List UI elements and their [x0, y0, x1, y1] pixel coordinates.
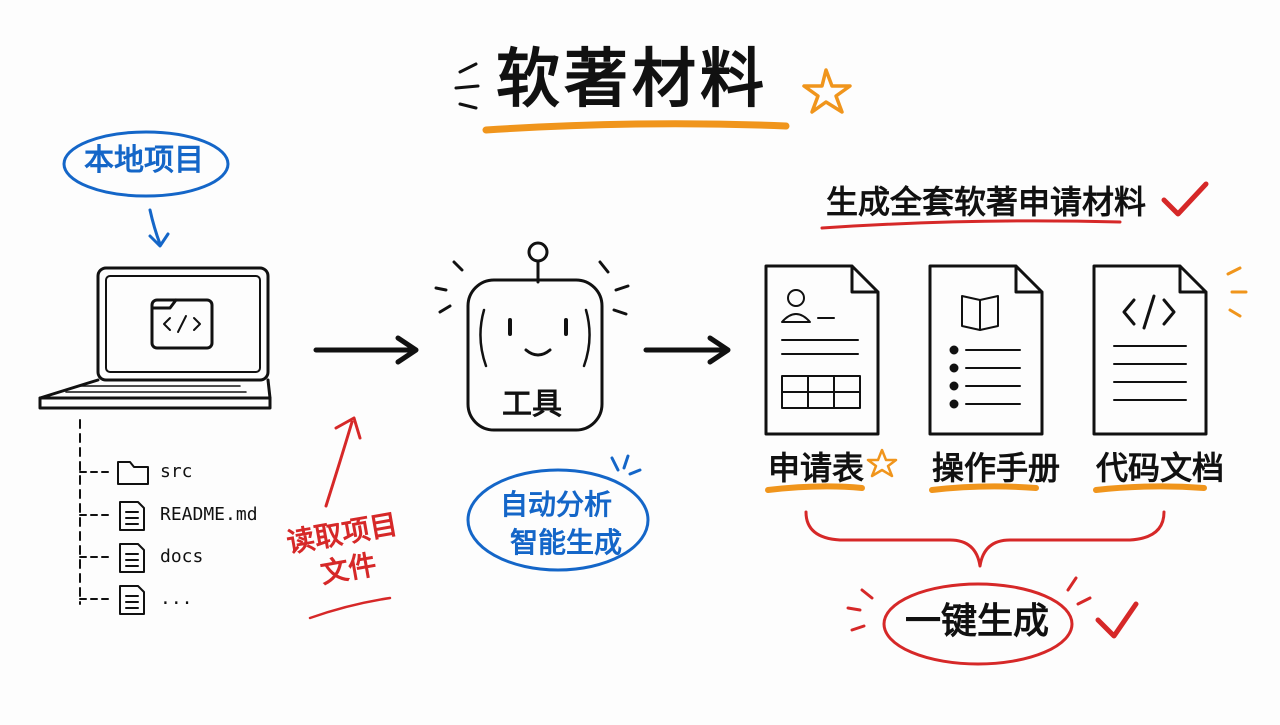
onekey-oval: [882, 582, 1074, 666]
file-icon: [119, 543, 145, 573]
onekey-label: 一键生成: [905, 601, 1050, 642]
small-star-icon: [866, 448, 898, 478]
check-icon: [1095, 601, 1139, 639]
analysis-line2: 智能生成: [510, 525, 623, 559]
manual-doc: [928, 264, 1044, 436]
title-burst-icon: [454, 62, 480, 110]
doc1-underline: [765, 483, 865, 493]
laptop-icon: [38, 266, 272, 410]
tree-item-readme: README.md: [160, 504, 258, 525]
title-underline: [482, 120, 790, 134]
generate-underline: [820, 219, 1122, 230]
local-project-bubble: [62, 130, 230, 198]
robot-tool-icon: [434, 241, 630, 432]
doc-label-manual: 操作手册: [932, 449, 1061, 487]
local-project-label: 本地项目: [84, 143, 204, 178]
merge-brace: [804, 510, 1166, 568]
sparkle-icon: [610, 454, 642, 476]
doc3-underline: [1093, 483, 1207, 493]
analysis-label: 自动分析 智能生成: [490, 486, 622, 562]
analysis-line1: 自动分析: [500, 488, 613, 521]
tree-item-more: ...: [160, 588, 193, 609]
title-star-icon: [802, 68, 852, 114]
file-tree: [79, 419, 149, 615]
arrow-to-tool: [313, 335, 419, 365]
application-form-doc: [764, 264, 880, 436]
red-up-arrow-icon: [324, 416, 362, 508]
file-icon: [119, 585, 145, 615]
doc-label-application: 申请表: [768, 449, 865, 487]
folder-icon: [117, 461, 149, 485]
down-arrow-icon: [148, 208, 170, 248]
page-title: 软著材料: [496, 43, 768, 117]
book-icon: [961, 295, 999, 331]
file-icon: [119, 501, 145, 531]
read-label-underline: [308, 596, 392, 620]
code-icon: [1122, 294, 1176, 330]
doc-label-code: 代码文档: [1096, 449, 1225, 487]
arrow-to-docs: [643, 335, 731, 365]
analysis-bubble: [466, 468, 650, 572]
sparkle-icon: [1226, 266, 1248, 318]
tree-item-src: src: [160, 461, 193, 482]
tree-item-docs: docs: [160, 546, 204, 567]
burst-icon: [846, 576, 1092, 632]
check-icon: [1161, 181, 1209, 217]
folder-code-icon: [150, 298, 214, 350]
code-doc: [1092, 264, 1248, 436]
output-header: 生成全套软著申请材料: [826, 183, 1147, 221]
doc2-underline: [929, 483, 1039, 493]
tool-label: 工具: [502, 387, 562, 422]
